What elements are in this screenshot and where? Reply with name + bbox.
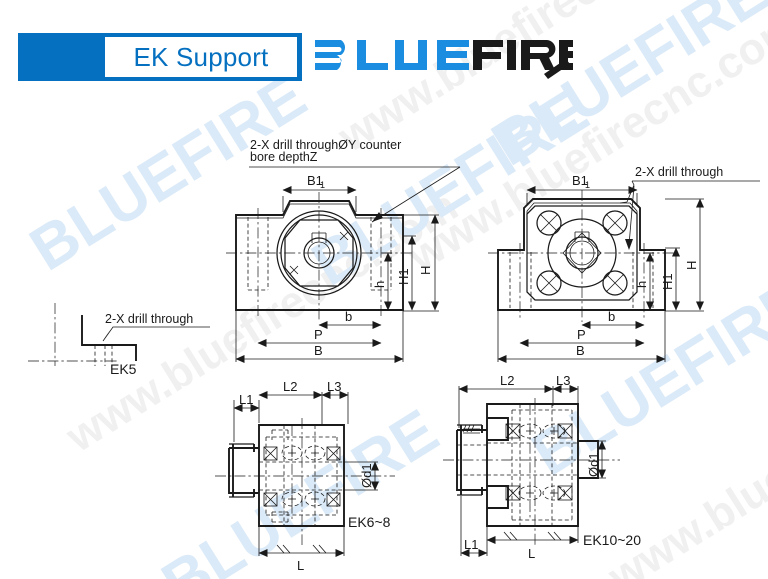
side-right-dim-l: L: [528, 546, 535, 561]
drawing-side-left: Ød1 L1 L2 L3 L EK6~8: [215, 379, 395, 573]
front-left-dim-h: h: [372, 281, 387, 288]
ek5-callout-text: 2-X drill through: [105, 312, 193, 326]
front-right-dim-bbig: B: [576, 343, 585, 358]
side-left-dim-l1: L1: [239, 392, 253, 407]
front-left-dim-h1: H1: [396, 268, 411, 285]
front-left-callout-line2: bore depthZ: [250, 150, 318, 164]
side-left-dim-l2: L2: [283, 379, 297, 394]
drawing-side-right: Ød1 L2 L3 L1 L EK10~20: [443, 373, 641, 561]
front-left-callout-line1: 2-X drill throughØY counter: [250, 138, 401, 152]
side-left-dim-d1: Ød1: [359, 463, 374, 488]
side-right-dim-d1: Ød1: [586, 452, 601, 477]
drawing-front-left: 2-X drill throughØY counter bore depthZ: [226, 138, 461, 363]
side-left-part-label: EK6~8: [348, 514, 391, 530]
front-left-dim-p: P: [314, 327, 323, 342]
page-header: EK Support: [0, 33, 768, 81]
front-right-callout: 2-X drill through: [635, 165, 723, 179]
drawing-ek5: 2-X drill through EK5: [28, 303, 210, 377]
drawing-front-right: 2-X drill through: [488, 165, 760, 363]
page-title: EK Support: [133, 41, 269, 72]
front-left-dim-hbig: H: [418, 266, 433, 275]
front-left-dim-b1: B1: [307, 173, 323, 188]
front-left-dim-b: b: [345, 309, 352, 324]
front-right-dim-hbig: H: [684, 261, 699, 270]
side-left-dim-l3: L3: [327, 379, 341, 394]
side-left-dim-l: L: [297, 558, 304, 573]
svg-text:1: 1: [585, 180, 590, 190]
front-left-dim-bbig: B: [314, 343, 323, 358]
side-right-part-label: EK10~20: [583, 532, 641, 548]
bluefire-logo: [313, 34, 573, 80]
front-right-dim-p: P: [577, 327, 586, 342]
ek5-part-label: EK5: [110, 361, 137, 377]
front-right-dim-h: h: [634, 281, 649, 288]
front-right-dim-b1: B1: [572, 173, 588, 188]
front-right-dim-b: b: [608, 309, 615, 324]
banner-title-box: EK Support: [103, 35, 299, 79]
front-right-dim-h1: H1: [660, 273, 675, 290]
side-right-dim-l3: L3: [556, 373, 570, 388]
side-right-dim-l2: L2: [500, 373, 514, 388]
side-right-dim-l1: L1: [464, 537, 478, 552]
svg-text:1: 1: [320, 180, 325, 190]
